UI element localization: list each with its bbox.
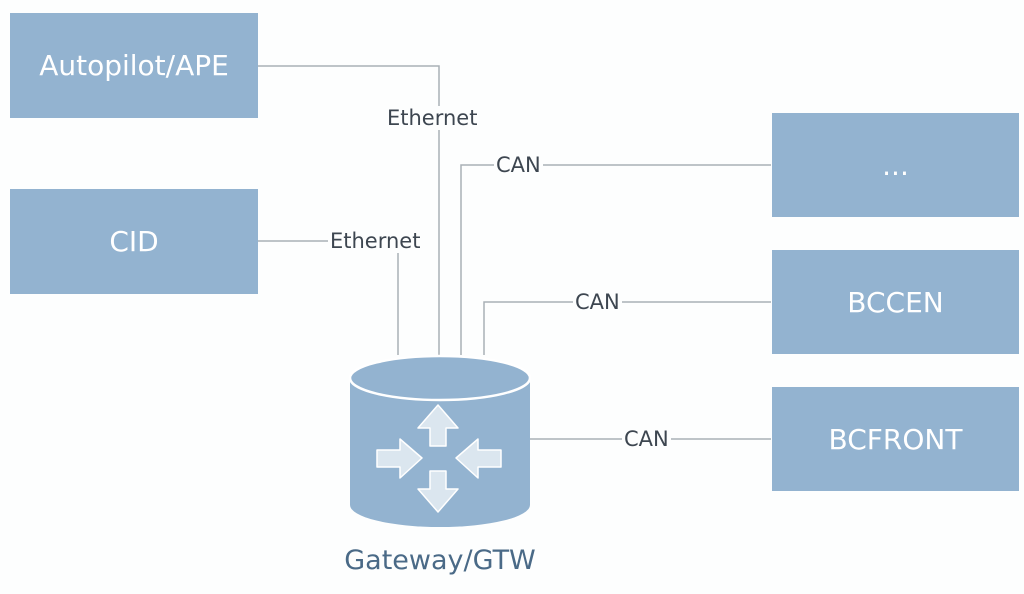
node-autopilot: Autopilot/APE — [10, 13, 258, 118]
link-label-more: CAN — [494, 153, 543, 177]
link-bccen-gateway — [483, 301, 771, 355]
node-cid: CID — [10, 189, 258, 294]
node-autopilot-label: Autopilot/APE — [39, 49, 229, 82]
link-more-gateway — [460, 164, 771, 355]
link-label-cid: Ethernet — [328, 229, 423, 253]
link-autopilot-gateway — [258, 65, 440, 355]
node-more-label: ... — [882, 148, 909, 182]
node-bccen: BCCEN — [772, 250, 1019, 354]
node-bcfront: BCFRONT — [772, 387, 1019, 491]
link-label-bcfront: CAN — [622, 427, 671, 451]
node-bcfront-label: BCFRONT — [828, 422, 963, 456]
node-more: ... — [772, 113, 1019, 217]
link-cid-gateway — [258, 240, 399, 355]
node-bccen-label: BCCEN — [847, 285, 944, 319]
router-arrows-icon — [376, 404, 502, 513]
link-label-bccen: CAN — [573, 290, 622, 314]
gateway-label: Gateway/GTW — [344, 545, 536, 576]
gateway-cylinder — [348, 354, 532, 527]
node-cid-label: CID — [109, 225, 159, 258]
link-label-autopilot: Ethernet — [385, 106, 480, 130]
